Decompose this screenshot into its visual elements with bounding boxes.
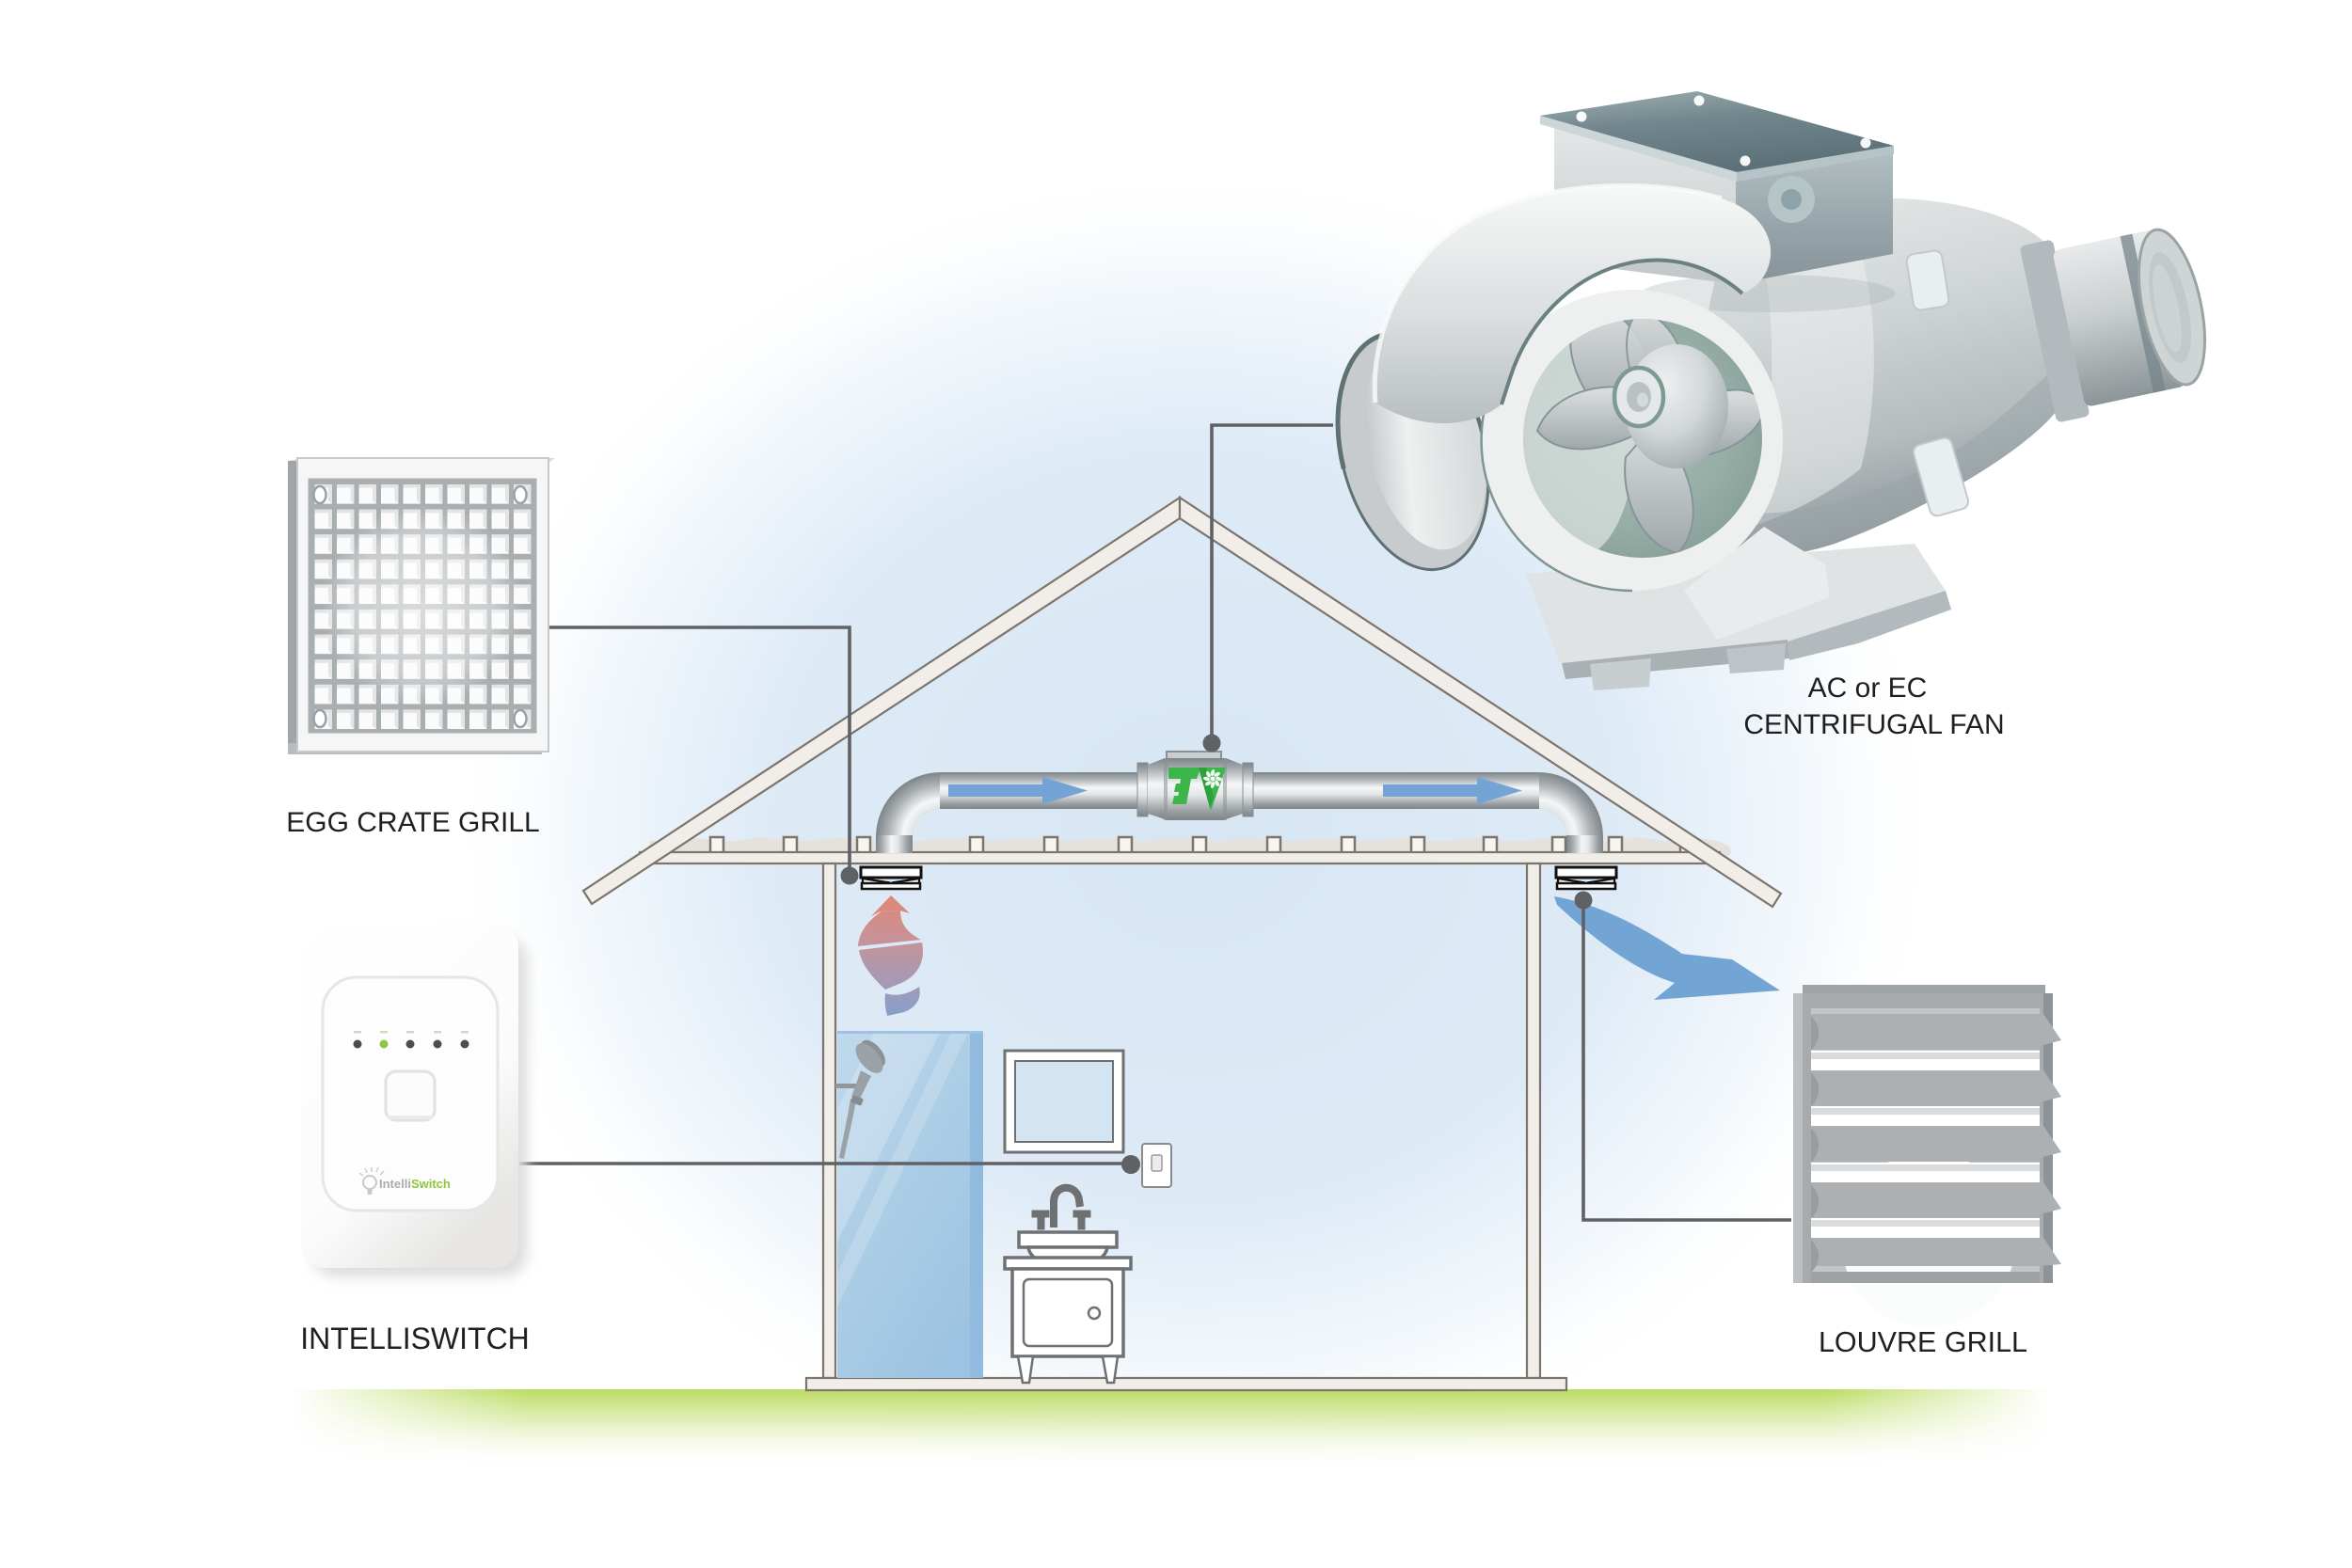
svg-text:EGG CRATE GRILL: EGG CRATE GRILL [286,807,540,838]
svg-text:AC or EC: AC or EC [1808,673,1928,704]
svg-text:LOUVRE GRILL: LOUVRE GRILL [1819,1326,2027,1358]
svg-text:CENTRIFUGAL FAN: CENTRIFUGAL FAN [1743,709,2004,740]
svg-text:INTELLISWITCH: INTELLISWITCH [300,1322,530,1355]
svg-text:IntelliSwitch: IntelliSwitch [379,1177,451,1191]
